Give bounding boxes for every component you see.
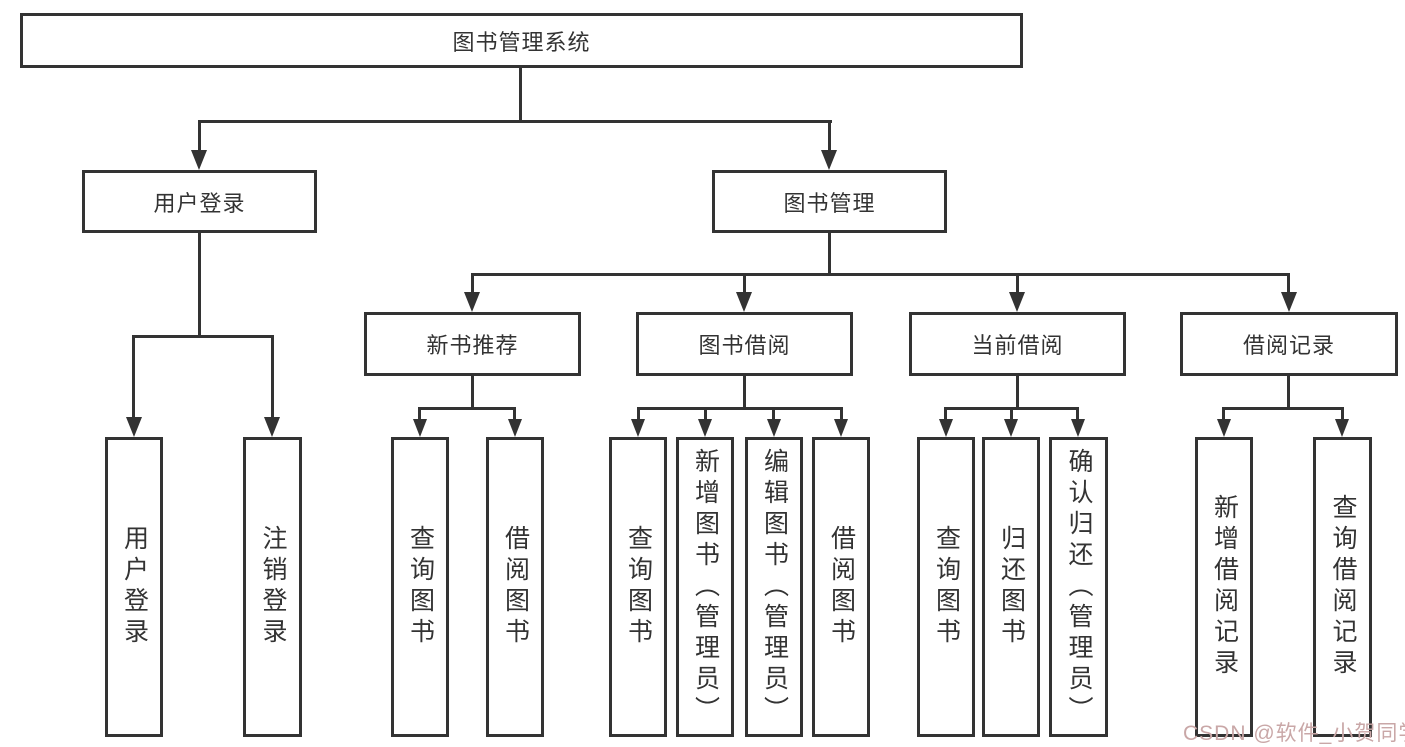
arrow-down-icon	[126, 417, 142, 437]
node-label: 用户登录	[153, 190, 246, 216]
connector-borrow-records-stub	[1287, 376, 1290, 407]
connector-drop-leaf	[513, 407, 516, 423]
node-label: 图书管理	[783, 190, 876, 216]
arrow-down-icon	[413, 419, 427, 437]
connector-drop-level3	[1287, 273, 1290, 297]
arrow-down-icon	[821, 150, 837, 170]
connector-drop-leaf	[1076, 407, 1079, 423]
arrow-down-icon	[191, 150, 207, 170]
node-book-management: 图书管理	[712, 170, 947, 233]
connector-drop-leaf	[1010, 407, 1013, 423]
leaf-label: 注销登录	[259, 525, 287, 649]
node-label: 新书推荐	[426, 333, 519, 358]
leaf-query-books: 查询图书	[391, 437, 449, 737]
arrow-down-icon	[464, 292, 480, 312]
leaf-label: 查询图书	[624, 525, 653, 649]
connector-drop-leaf	[637, 407, 640, 423]
connector-drop-leaf	[840, 407, 843, 423]
csdn-watermark: CSDN @软件_小贺同学	[1183, 722, 1405, 745]
leaf-label: 借阅图书	[501, 525, 530, 649]
arrow-down-icon	[834, 419, 848, 437]
leaf-query-borrow-record: 查询借阅记录	[1313, 437, 1372, 737]
connector-drop-level3	[1016, 273, 1019, 297]
connector-drop-user-login	[198, 120, 201, 152]
connector-drop-leaf	[132, 335, 135, 421]
leaf-label: 归还图书	[997, 525, 1026, 649]
leaf-borrow-books: 借阅图书	[486, 437, 544, 737]
arrow-down-icon	[1071, 419, 1085, 437]
connector-drop-leaf	[418, 407, 421, 423]
arrow-down-icon	[1217, 419, 1231, 437]
leaf-edit-books-admin: 编辑图书（管理员）	[745, 437, 803, 737]
arrow-down-icon	[1009, 292, 1025, 312]
arrow-down-icon	[698, 419, 712, 437]
connector-current-borrow-stub	[1016, 376, 1019, 407]
connector-drop-leaf	[271, 335, 274, 421]
arrow-down-icon	[736, 292, 752, 312]
arrow-down-icon	[939, 419, 953, 437]
leaf-label: 查询图书	[406, 525, 435, 649]
node-label: 当前借阅	[971, 333, 1064, 358]
node-library-system: 图书管理系统	[20, 13, 1023, 68]
connector-drop-leaf	[772, 407, 775, 423]
arrow-down-icon	[508, 419, 522, 437]
connector-drop-leaf	[1222, 407, 1225, 423]
leaf-label: 查询借阅记录	[1329, 494, 1357, 680]
arrow-down-icon	[264, 417, 280, 437]
connector-borrow-records-bus	[1222, 407, 1344, 410]
leaf-label: 新增借阅记录	[1210, 494, 1239, 680]
connector-drop-leaf	[944, 407, 947, 423]
connector-drop-leaf	[704, 407, 707, 423]
leaf-label: 借阅图书	[827, 525, 856, 649]
arrow-down-icon	[1335, 419, 1349, 437]
connector-drop-level3	[471, 273, 474, 297]
arrow-down-icon	[767, 419, 781, 437]
leaf-query-books: 查询图书	[917, 437, 975, 737]
connector-level3-bus	[471, 273, 1290, 276]
arrow-down-icon	[1004, 419, 1018, 437]
node-user-login: 用户登录	[82, 170, 317, 233]
leaf-label: 新增图书（管理员）	[691, 447, 720, 727]
leaf-query-books: 查询图书	[609, 437, 667, 737]
connector-drop-level3	[743, 273, 746, 297]
connector-drop-book-management	[828, 120, 831, 152]
node-borrow-records: 借阅记录	[1180, 312, 1398, 376]
leaf-label: 编辑图书（管理员）	[760, 447, 789, 727]
connector-root-trunk	[519, 66, 522, 120]
connector-book-borrow-bus	[637, 407, 843, 410]
connector-new-books-bus	[418, 407, 516, 410]
connector-book-borrow-stub	[743, 376, 746, 407]
arrow-down-icon	[631, 419, 645, 437]
connector-user-login-stub	[198, 233, 201, 335]
leaf-borrow-books: 借阅图书	[812, 437, 870, 737]
connector-book-management-stub	[828, 233, 831, 273]
connector-new-books-stub	[471, 376, 474, 407]
node-book-borrow: 图书借阅	[636, 312, 853, 376]
leaf-label: 确认归还（管理员）	[1065, 447, 1093, 727]
leaf-user-login: 用户登录	[105, 437, 163, 737]
arrow-down-icon	[1281, 292, 1297, 312]
connector-drop-leaf	[1341, 407, 1344, 423]
node-new-books: 新书推荐	[364, 312, 581, 376]
leaf-logout: 注销登录	[243, 437, 302, 737]
leaf-label: 用户登录	[120, 525, 149, 649]
node-label: 图书借阅	[698, 333, 791, 358]
connector-user-login-bus	[132, 335, 274, 338]
leaf-label: 查询图书	[932, 525, 961, 649]
leaf-add-books-admin: 新增图书（管理员）	[676, 437, 734, 737]
node-current-borrow: 当前借阅	[909, 312, 1126, 376]
leaf-confirm-return-admin: 确认归还（管理员）	[1049, 437, 1108, 737]
connector-level2-bus	[198, 120, 832, 123]
leaf-add-borrow-record: 新增借阅记录	[1195, 437, 1253, 737]
leaf-return-books: 归还图书	[982, 437, 1040, 737]
node-label: 图书管理系统	[452, 29, 591, 55]
node-label: 借阅记录	[1242, 333, 1335, 358]
